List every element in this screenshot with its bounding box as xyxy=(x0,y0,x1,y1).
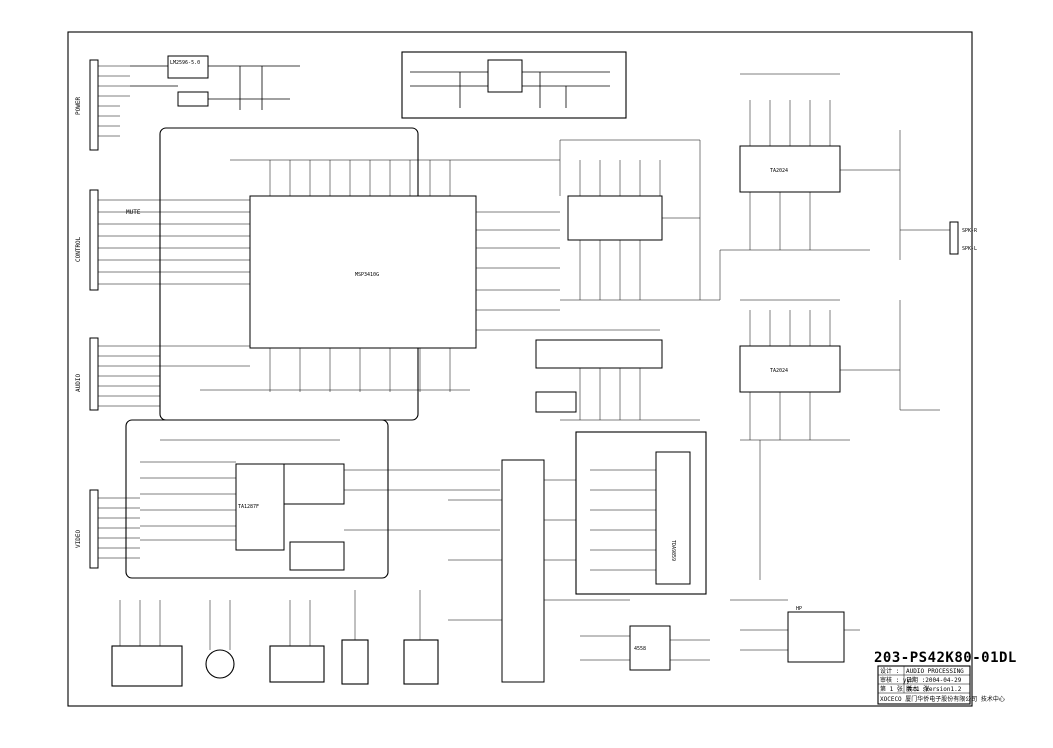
title-row4: XOCECO 厦门华侨电子股份有限公司 技术中心 xyxy=(880,695,1005,703)
center-ic-middle xyxy=(535,329,700,421)
title-block: 203-PS42K80-01DL 设计 : AUDIO PROCESSING 审… xyxy=(874,650,1017,705)
title-row2-right: 日期 :2004-04-29 xyxy=(906,676,962,684)
speaker-right-label: SPK-R xyxy=(962,228,978,234)
audio-decoder-ic: TDA9859 xyxy=(670,540,676,561)
drawing-frame xyxy=(67,31,973,707)
control-connector: CONTROL MUTE xyxy=(75,189,160,291)
title-row1-left: 设计 : xyxy=(880,667,899,675)
power-regulator-ic: LM2596-5.0 xyxy=(170,60,200,66)
bottom-jacks xyxy=(111,590,439,687)
upper-amplifier-ic: TA2024 xyxy=(770,168,788,174)
control-connector-label: CONTROL xyxy=(75,236,82,262)
audio-decoder-block: TDA9859 xyxy=(448,431,707,683)
video-switch-block: TA1287F xyxy=(125,419,500,579)
title-row1-right: AUDIO PROCESSING xyxy=(906,668,964,675)
video-connector: VIDEO xyxy=(75,489,140,569)
speaker-left-label: SPK-L xyxy=(962,246,977,252)
speaker-connector: SPK-R SPK-L xyxy=(949,221,978,255)
video-switch-ic: TA1287F xyxy=(238,504,259,510)
op-amp-block: 4558 xyxy=(580,625,710,671)
title-row3-left: 第 1 张 共 1 张 xyxy=(880,685,929,693)
power-connector: POWER xyxy=(75,59,130,151)
center-ic-upper xyxy=(559,139,720,301)
main-audio-processor: MSP3410G xyxy=(159,127,560,421)
video-connector-label: VIDEO xyxy=(75,530,82,548)
title-row3-right: 版本 :Version1.2 xyxy=(906,685,962,693)
op-amp-ic: 4558 xyxy=(634,646,646,652)
main-processor-ic: MSP3410G xyxy=(355,272,379,278)
audio-filter-block xyxy=(401,51,627,119)
power-connector-label: POWER xyxy=(75,97,82,115)
hp-net-label: HP xyxy=(796,606,802,612)
power-regulator-block: LM2596-5.0 xyxy=(130,55,300,110)
title-row2-left: 审核 : yyc xyxy=(880,676,914,684)
mute-net-label: MUTE xyxy=(126,209,141,216)
lower-amplifier: TA2024 xyxy=(739,299,940,580)
drawing-number: 203-PS42K80-01DL xyxy=(874,650,1017,666)
upper-amplifier: TA2024 xyxy=(719,73,950,300)
audio-connector: AUDIO xyxy=(75,337,160,411)
headphone-amp-block: HP xyxy=(730,599,860,663)
audio-connector-label: AUDIO xyxy=(75,374,82,392)
lower-amplifier-ic: TA2024 xyxy=(770,368,788,374)
